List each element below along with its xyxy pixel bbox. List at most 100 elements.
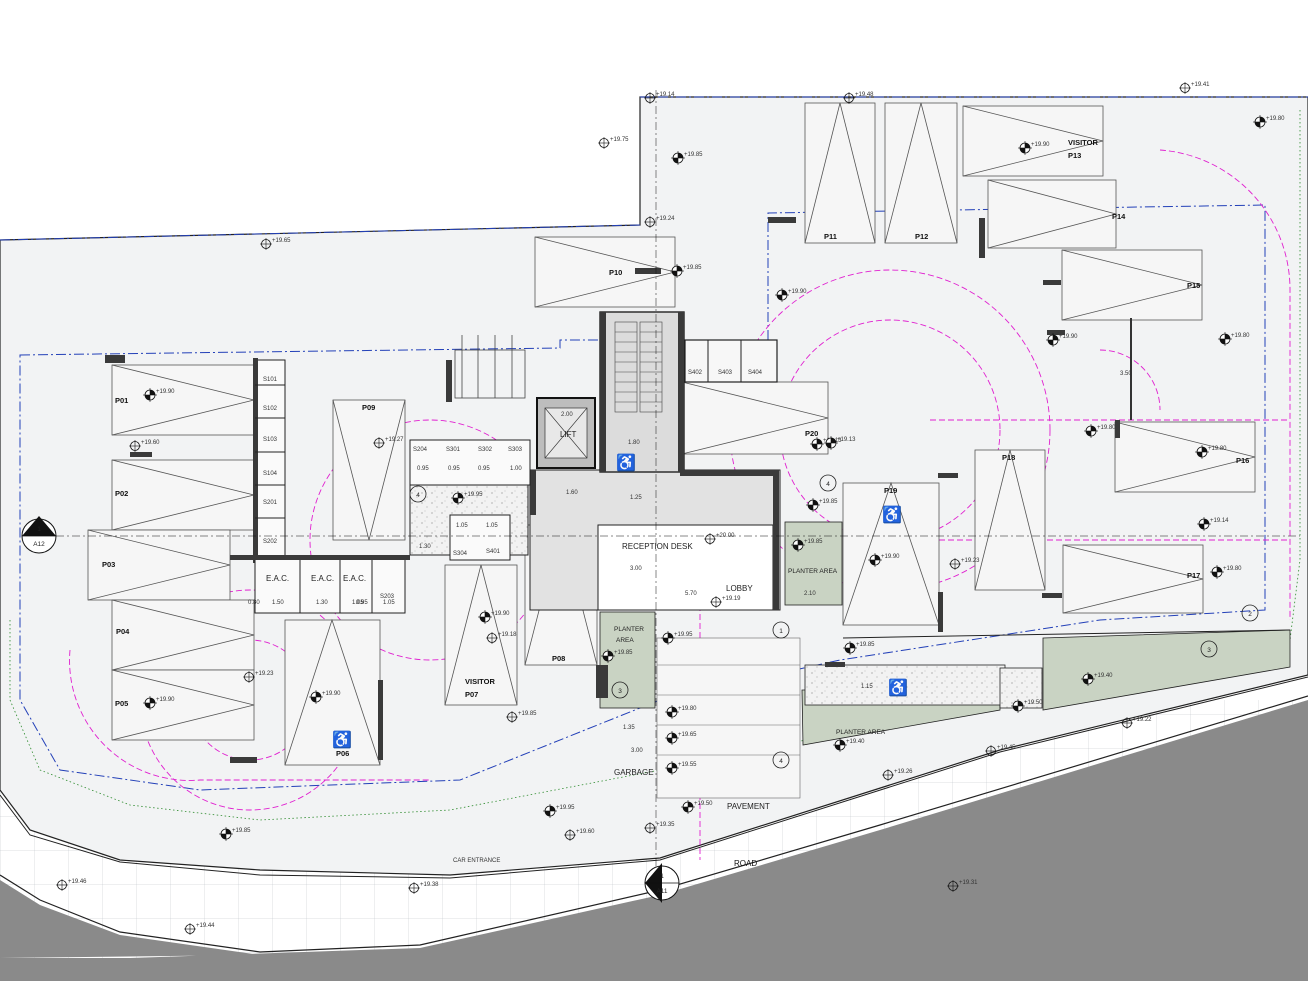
building-core bbox=[529, 311, 781, 611]
parking-label-p10: P10 bbox=[609, 268, 622, 277]
dimension-label: 2.00 bbox=[561, 412, 573, 418]
dimension-label: 0.95 bbox=[448, 466, 460, 472]
parking-label-p14: P14 bbox=[1112, 212, 1126, 221]
parking-label-p08: P08 bbox=[552, 654, 565, 663]
dimension-label: 5.70 bbox=[685, 591, 697, 597]
level-value: +19.65 bbox=[272, 238, 291, 244]
dimension-label: 1.80 bbox=[628, 440, 640, 446]
svg-text:♿: ♿ bbox=[882, 505, 902, 524]
dimension-label: 0.95 bbox=[478, 466, 490, 472]
level-marker bbox=[1178, 81, 1192, 95]
parking-label-p04: P04 bbox=[116, 627, 130, 636]
dimension-label: 1.30 bbox=[419, 544, 431, 550]
level-value: +19.13 bbox=[837, 437, 856, 443]
visitor-label-p13: VISITOR bbox=[1068, 138, 1098, 147]
section-a12-number: 1 bbox=[37, 526, 41, 533]
store-label-s102: S102 bbox=[263, 406, 278, 412]
level-value: +19.85 bbox=[518, 711, 537, 717]
circled-marker-number: 3 bbox=[1207, 647, 1211, 654]
planter-area-label-2: PLANTER AREA bbox=[788, 568, 838, 575]
parking-label-p16: P16 bbox=[1236, 456, 1249, 465]
dimension-label: 1.15 bbox=[861, 684, 873, 690]
store-label-s403: S403 bbox=[718, 370, 733, 376]
store-label-s303: S303 bbox=[508, 447, 523, 453]
level-value: +19.90 bbox=[1031, 142, 1050, 148]
level-value: +19.60 bbox=[576, 829, 595, 835]
level-value: +19.60 bbox=[141, 440, 160, 446]
parking-label-p13: P13 bbox=[1068, 151, 1081, 160]
level-value: +19.26 bbox=[894, 769, 913, 775]
level-value: +19.14 bbox=[656, 92, 675, 98]
level-value: +19.19 bbox=[722, 596, 741, 602]
level-value: +19.22 bbox=[1133, 717, 1152, 723]
level-value: +19.80 bbox=[678, 706, 697, 712]
svg-text:♿: ♿ bbox=[332, 730, 352, 749]
level-value: +19.41 bbox=[1191, 82, 1210, 88]
circled-marker bbox=[772, 751, 790, 769]
level-value: +19.31 bbox=[959, 880, 978, 886]
level-value: +19.44 bbox=[196, 923, 215, 929]
pavement-label: PAVEMENT bbox=[727, 802, 770, 811]
level-value: +19.95 bbox=[464, 492, 483, 498]
storage-block-left bbox=[105, 355, 531, 763]
parking-stalls-top bbox=[534, 102, 1256, 626]
parking-label-p19: P19 bbox=[884, 486, 897, 495]
level-value: +19.24 bbox=[656, 216, 675, 222]
level-value: +19.23 bbox=[961, 558, 980, 564]
circled-marker-number: 2 bbox=[1248, 611, 1252, 618]
circled-marker bbox=[819, 474, 837, 492]
level-value: +19.90 bbox=[881, 554, 900, 560]
level-value: +19.50 bbox=[694, 801, 713, 807]
dimension-label: 3.50 bbox=[1120, 371, 1132, 377]
parking-label-p05: P05 bbox=[115, 699, 128, 708]
level-value: +19.65 bbox=[678, 732, 697, 738]
level-value: +19.80 bbox=[1231, 333, 1250, 339]
store-label-s401: S401 bbox=[486, 549, 501, 555]
store-label-s103: S103 bbox=[263, 437, 278, 443]
parking-label-p17: P17 bbox=[1187, 571, 1200, 580]
level-value: +19.48 bbox=[855, 92, 874, 98]
store-label-s404: S404 bbox=[748, 370, 763, 376]
level-value: +19.85 bbox=[232, 828, 251, 834]
section-a11-label: A11 bbox=[656, 888, 667, 895]
store-label-s203: S203 bbox=[380, 594, 395, 600]
level-value: +19.75 bbox=[610, 137, 629, 143]
level-value: +19.55 bbox=[678, 762, 697, 768]
level-value: +19.18 bbox=[498, 632, 517, 638]
dimension-label: 1.00 bbox=[510, 466, 522, 472]
level-value: +19.23 bbox=[255, 671, 274, 677]
store-label-s301: S301 bbox=[446, 447, 461, 453]
store-label-s202: S202 bbox=[263, 539, 278, 545]
circled-marker-number: 1 bbox=[779, 628, 783, 635]
parking-label-p15: P15 bbox=[1187, 281, 1200, 290]
circled-marker bbox=[409, 485, 427, 503]
circled-marker-number: 4 bbox=[826, 481, 830, 488]
reception-label: RECEPTION DESK bbox=[622, 542, 693, 551]
circled-marker bbox=[611, 681, 629, 699]
level-marker bbox=[597, 136, 611, 150]
dimension-label: 1.25 bbox=[630, 495, 642, 501]
level-value: +19.38 bbox=[420, 882, 439, 888]
level-value: +19.80 bbox=[1223, 566, 1242, 572]
dimension-label: 3.00 bbox=[631, 748, 643, 754]
eac-label-1: E.A.C. bbox=[266, 574, 289, 583]
accessible-icon: ♿ ♿ ♿ ♿ bbox=[332, 453, 908, 749]
level-value: +19.85 bbox=[683, 265, 702, 271]
dimension-label: 0.95 bbox=[417, 466, 429, 472]
circled-marker bbox=[772, 621, 790, 639]
svg-text:♿: ♿ bbox=[888, 678, 908, 697]
level-value: +19.90 bbox=[788, 289, 807, 295]
level-value: +19.80 bbox=[1266, 116, 1285, 122]
level-value: +19.90 bbox=[156, 697, 175, 703]
dimension-label: 0.95 bbox=[356, 600, 368, 606]
bike-racks bbox=[454, 335, 526, 399]
section-a12-label: A12 bbox=[33, 541, 45, 548]
circled-marker bbox=[1200, 640, 1218, 658]
road-label: ROAD bbox=[734, 859, 757, 868]
level-value: +19.80 bbox=[1097, 425, 1116, 431]
parking-label-p02: P02 bbox=[115, 489, 128, 498]
level-value: +19.85 bbox=[804, 539, 823, 545]
planter-label: PLANTER bbox=[614, 626, 644, 633]
visitor-label-p07: VISITOR bbox=[465, 677, 495, 686]
store-label-s201: S201 bbox=[263, 500, 278, 506]
